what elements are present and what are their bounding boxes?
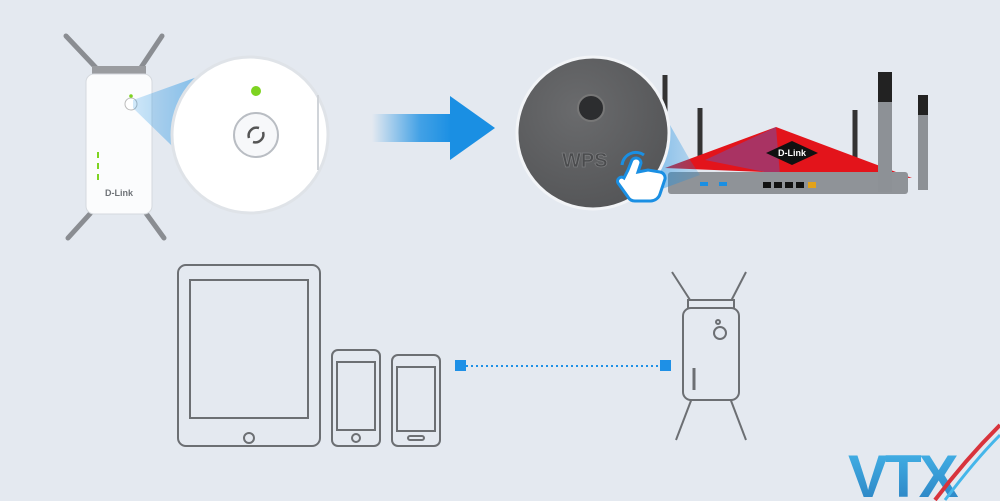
- vtx-watermark-logo: VTX: [848, 423, 1000, 501]
- hand-pointer-icon: [616, 150, 667, 203]
- extender-brand-logo: D-Link: [105, 188, 134, 198]
- wireless-connection-line: [455, 360, 671, 371]
- phone-icon: [391, 354, 441, 447]
- connection-endpoint: [455, 360, 466, 371]
- right-arrow-icon: [372, 96, 495, 160]
- connection-endpoint: [660, 360, 671, 371]
- phone-icon: [331, 349, 381, 447]
- led-icon: [251, 86, 261, 96]
- router-photo: D-Link: [662, 72, 928, 194]
- router-brand-logo: D-Link: [778, 148, 807, 158]
- range-extender-photo: D-Link: [63, 33, 167, 241]
- wps-sync-icon: [247, 126, 265, 144]
- wps-label: WPS: [562, 150, 608, 172]
- wps-button: [577, 94, 605, 122]
- tablet-icon: [177, 264, 321, 447]
- extender-zoom-circle: [170, 55, 330, 215]
- range-extender-icon: [671, 271, 747, 441]
- wps-button: [233, 112, 279, 158]
